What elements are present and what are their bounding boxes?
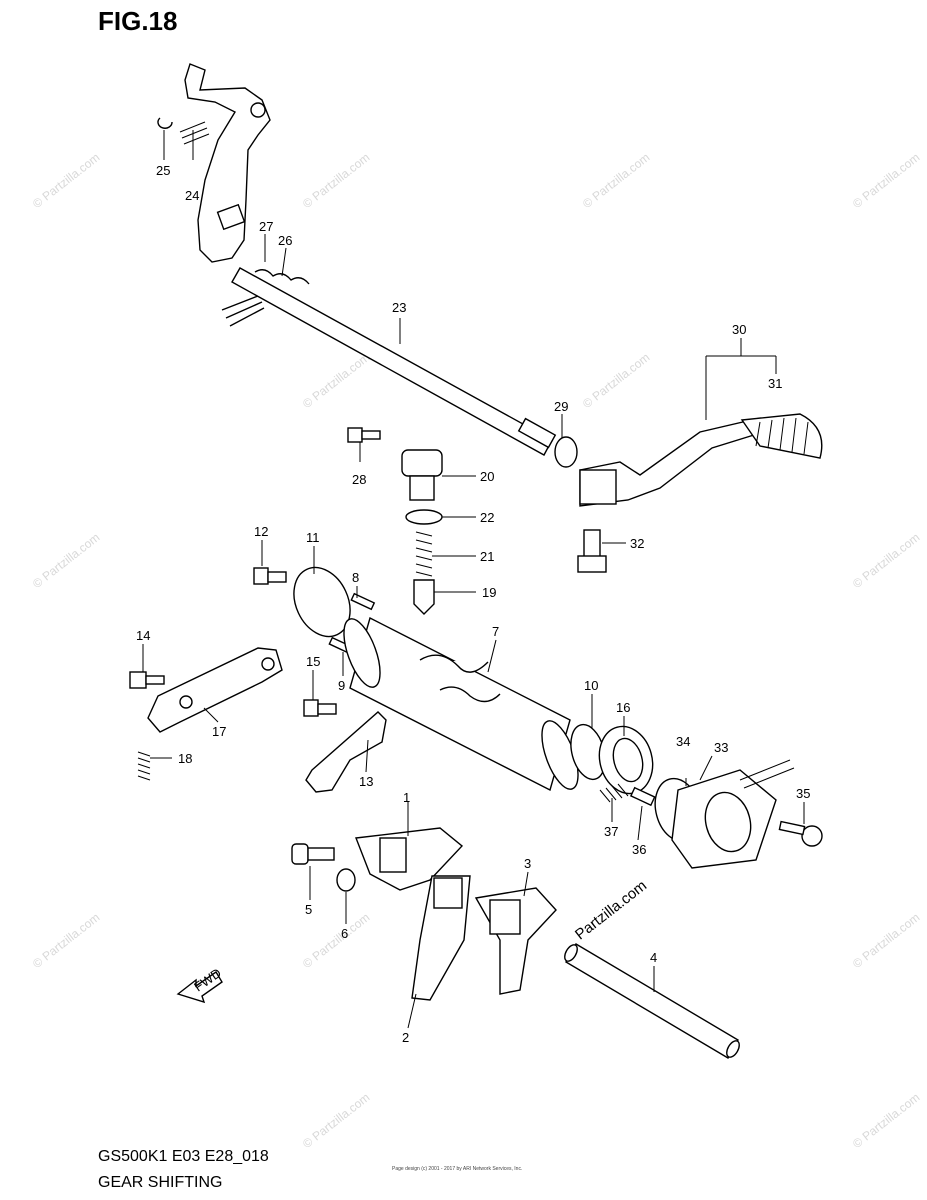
cam-guide <box>305 711 387 793</box>
callout-label: 25 <box>156 163 170 178</box>
callout-label: 1 <box>403 790 410 805</box>
washer <box>336 868 356 892</box>
callout-label: 16 <box>616 700 630 715</box>
callout-label: 30 <box>732 322 746 337</box>
callout-label: 9 <box>338 678 345 693</box>
callout-label: 11 <box>306 530 320 545</box>
model-code: GS500K1 E03 E28_018 <box>98 1148 269 1165</box>
callout-label: 36 <box>632 842 646 857</box>
spring <box>415 531 433 577</box>
gearshift-lever <box>579 413 823 507</box>
callout-label: 21 <box>480 549 494 564</box>
shift-fork <box>355 827 464 891</box>
gearshift-shaft <box>221 267 557 456</box>
oil-seal <box>554 436 578 468</box>
circlip <box>157 117 173 129</box>
callout-label: 6 <box>341 926 348 941</box>
bolt <box>253 567 287 585</box>
callout-label: 17 <box>212 724 226 739</box>
callout-label: 2 <box>402 1030 409 1045</box>
callout-label: 15 <box>306 654 320 669</box>
callout-label: 13 <box>359 774 373 789</box>
callout-label: 34 <box>676 734 690 749</box>
leader-lines <box>142 130 805 1029</box>
callout-label: 3 <box>524 856 531 871</box>
stopper-bolt <box>347 427 381 443</box>
callout-label: 5 <box>305 902 312 917</box>
pin <box>350 592 376 611</box>
neutral-pin <box>413 579 435 615</box>
neutral-plug <box>401 449 443 501</box>
gasket <box>405 509 443 525</box>
callout-label: 29 <box>554 399 568 414</box>
pin <box>629 786 656 807</box>
callout-label: 7 <box>492 624 499 639</box>
callout-label: 23 <box>392 300 406 315</box>
callout-label: 32 <box>630 536 644 551</box>
bolt <box>129 671 165 689</box>
spring <box>599 783 629 803</box>
callout-labels: 1 2 3 4 5 6 7 8 9 10 11 12 13 14 15 16 1… <box>136 163 810 1045</box>
callout-label: 28 <box>352 472 366 487</box>
bolt <box>577 529 607 573</box>
callout-label: 22 <box>480 510 494 525</box>
callout-label: 26 <box>278 233 292 248</box>
section-title: GEAR SHIFTING <box>98 1174 223 1191</box>
cam-driven-gear <box>598 725 654 795</box>
callout-label: 33 <box>714 740 728 755</box>
callout-label: 27 <box>259 219 273 234</box>
shift-fork <box>474 887 557 995</box>
callout-label: 18 <box>178 751 192 766</box>
gearshift-cam <box>343 616 579 792</box>
shift-arm <box>184 63 271 263</box>
callout-label: 10 <box>584 678 598 693</box>
callout-label: 31 <box>768 376 782 391</box>
callout-label: 24 <box>185 188 199 203</box>
spring <box>137 751 151 781</box>
callout-label: 4 <box>650 950 657 965</box>
bolt <box>291 843 335 865</box>
shift-fork <box>411 875 471 1001</box>
callout-label: 19 <box>482 585 496 600</box>
callout-label: 37 <box>604 824 618 839</box>
forward-direction-arrow: FWD <box>176 965 224 1004</box>
spring <box>179 121 210 145</box>
callout-label: 35 <box>796 786 810 801</box>
cam-stopper <box>147 647 283 733</box>
callout-label: 20 <box>480 469 494 484</box>
fork-shaft <box>564 943 740 1059</box>
copyright-text: Page design (c) 2001 - 2017 by ARI Netwo… <box>392 1166 523 1172</box>
screw <box>778 820 823 847</box>
bolt <box>303 699 337 717</box>
cam-stopper-plate <box>293 566 351 638</box>
callout-label: 12 <box>254 524 268 539</box>
figure-number: FIG.18 <box>98 6 178 36</box>
callout-label: 14 <box>136 628 150 643</box>
gear-position-switch <box>671 759 795 869</box>
callout-label: 8 <box>352 570 359 585</box>
